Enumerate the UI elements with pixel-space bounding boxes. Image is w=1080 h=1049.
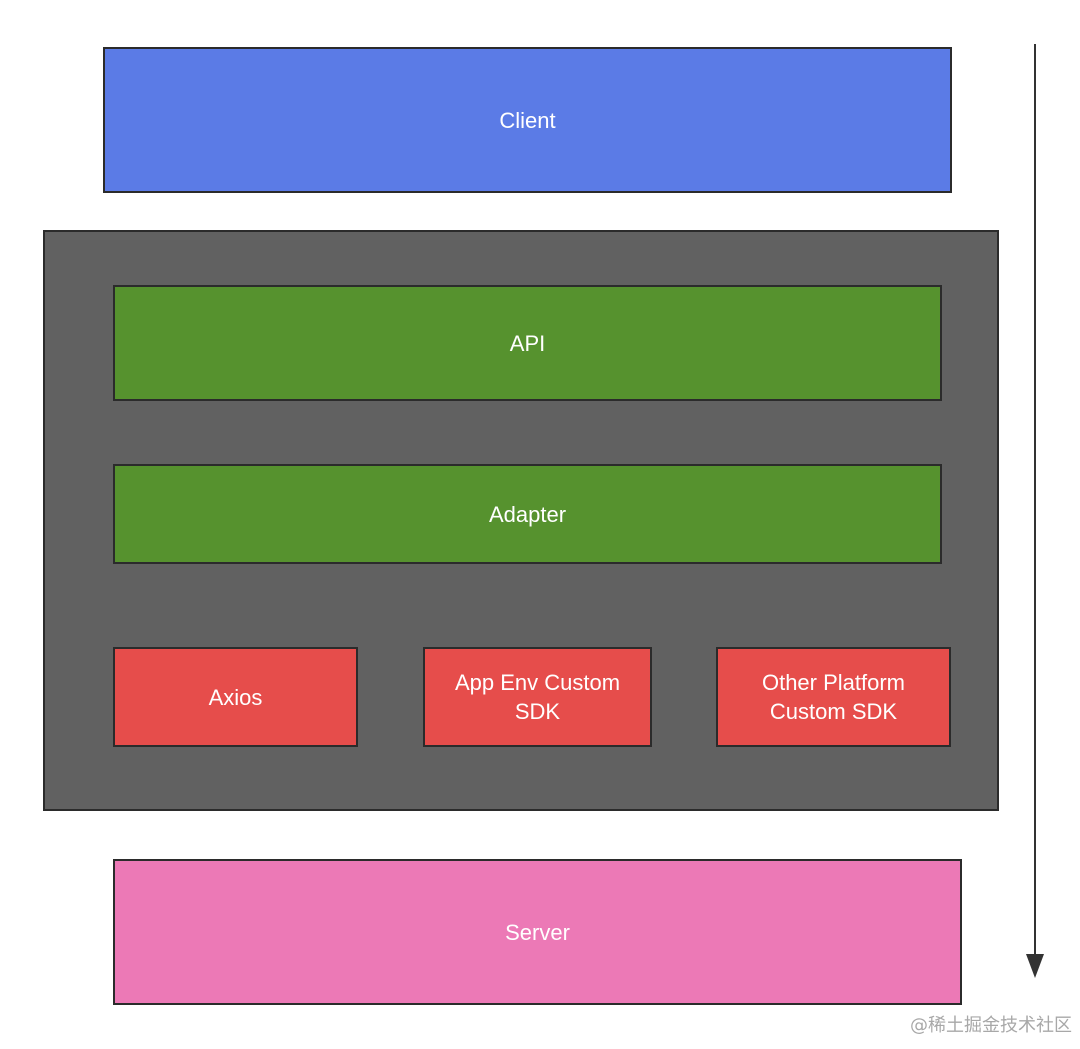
other-platform-sdk-label: Other Platform Custom SDK	[761, 670, 906, 724]
arrow-head	[1026, 954, 1044, 978]
server-label: Server	[505, 919, 570, 945]
client-box: Client	[103, 47, 952, 193]
client-label: Client	[499, 107, 556, 133]
server-box: Server	[113, 859, 962, 1005]
app-env-sdk-box: App Env Custom SDK	[423, 647, 652, 747]
axios-label: Axios	[208, 684, 263, 710]
axios-box: Axios	[113, 647, 358, 747]
adapter-label: Adapter	[488, 501, 567, 527]
adapter-layer-box: Adapter	[113, 464, 942, 564]
api-label: API	[509, 330, 546, 356]
watermark: @稀土掘金技术社区	[910, 1015, 1072, 1036]
down-arrow-icon	[1026, 44, 1044, 978]
api-layer-box: API	[113, 285, 942, 401]
other-platform-sdk-box: Other Platform Custom SDK	[716, 647, 951, 747]
app-env-sdk-label: App Env Custom SDK	[454, 670, 621, 724]
